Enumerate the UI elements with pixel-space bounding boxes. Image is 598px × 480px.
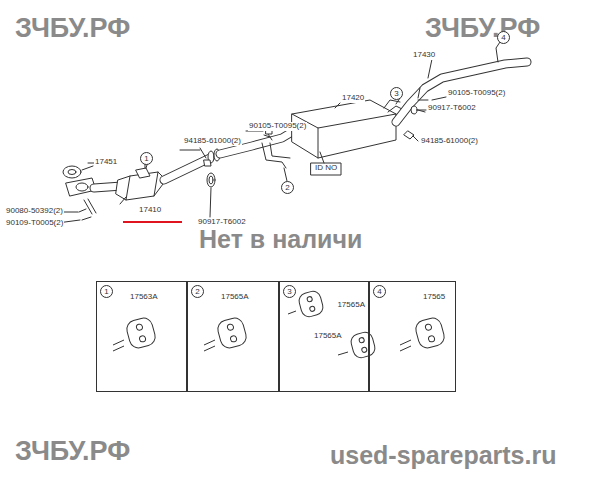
watermark: ЗЧБУ.РФ [425,14,540,44]
id-plate-text: ID NO [314,164,338,173]
callout-number: 3 [283,285,296,298]
part-number: 90080-50392(2) [5,207,64,216]
part-panel: 1 17563A [96,281,187,392]
part-number: 17420 [341,94,365,103]
watermark: ЗЧБУ.РФ [15,14,130,44]
callout-number: 4 [373,285,386,298]
part-number: 17430 [412,51,436,60]
part-number: 17565A [220,293,250,302]
part-number: 94185-61000(2) [420,137,479,146]
part-number: 94185-61000(2) [183,137,242,146]
part-panel: 3 17565A 17565A [279,281,369,392]
part-number: 90105-T0095(2) [447,89,506,98]
part-number: 17451 [94,158,118,167]
part-panel: 2 17565A [187,281,279,392]
part-number: 17565 [422,293,446,302]
part-panel: 4 17565 [369,281,456,392]
part-number: 17563A [129,293,159,302]
part-number: 90105-T0095(2) [248,122,307,131]
callout-number: 4 [497,31,510,44]
watermark: ЗЧБУ.РФ [15,437,130,467]
part-number: 17410 [138,206,162,215]
callout-number: 1 [140,152,153,165]
callout-number: 2 [281,181,294,194]
stock-note: Нет в наличи [199,226,362,254]
part-number: 90109-T0005(2) [5,219,64,228]
part-number: 17565A [313,332,343,341]
part-number: 90917-T6002 [427,104,477,113]
part-number: 17565A [336,301,366,310]
callout-number: 3 [390,87,403,100]
callout-number: 2 [191,285,204,298]
callout-number: 1 [100,285,113,298]
watermark: used-spareparts.ru [330,442,556,470]
